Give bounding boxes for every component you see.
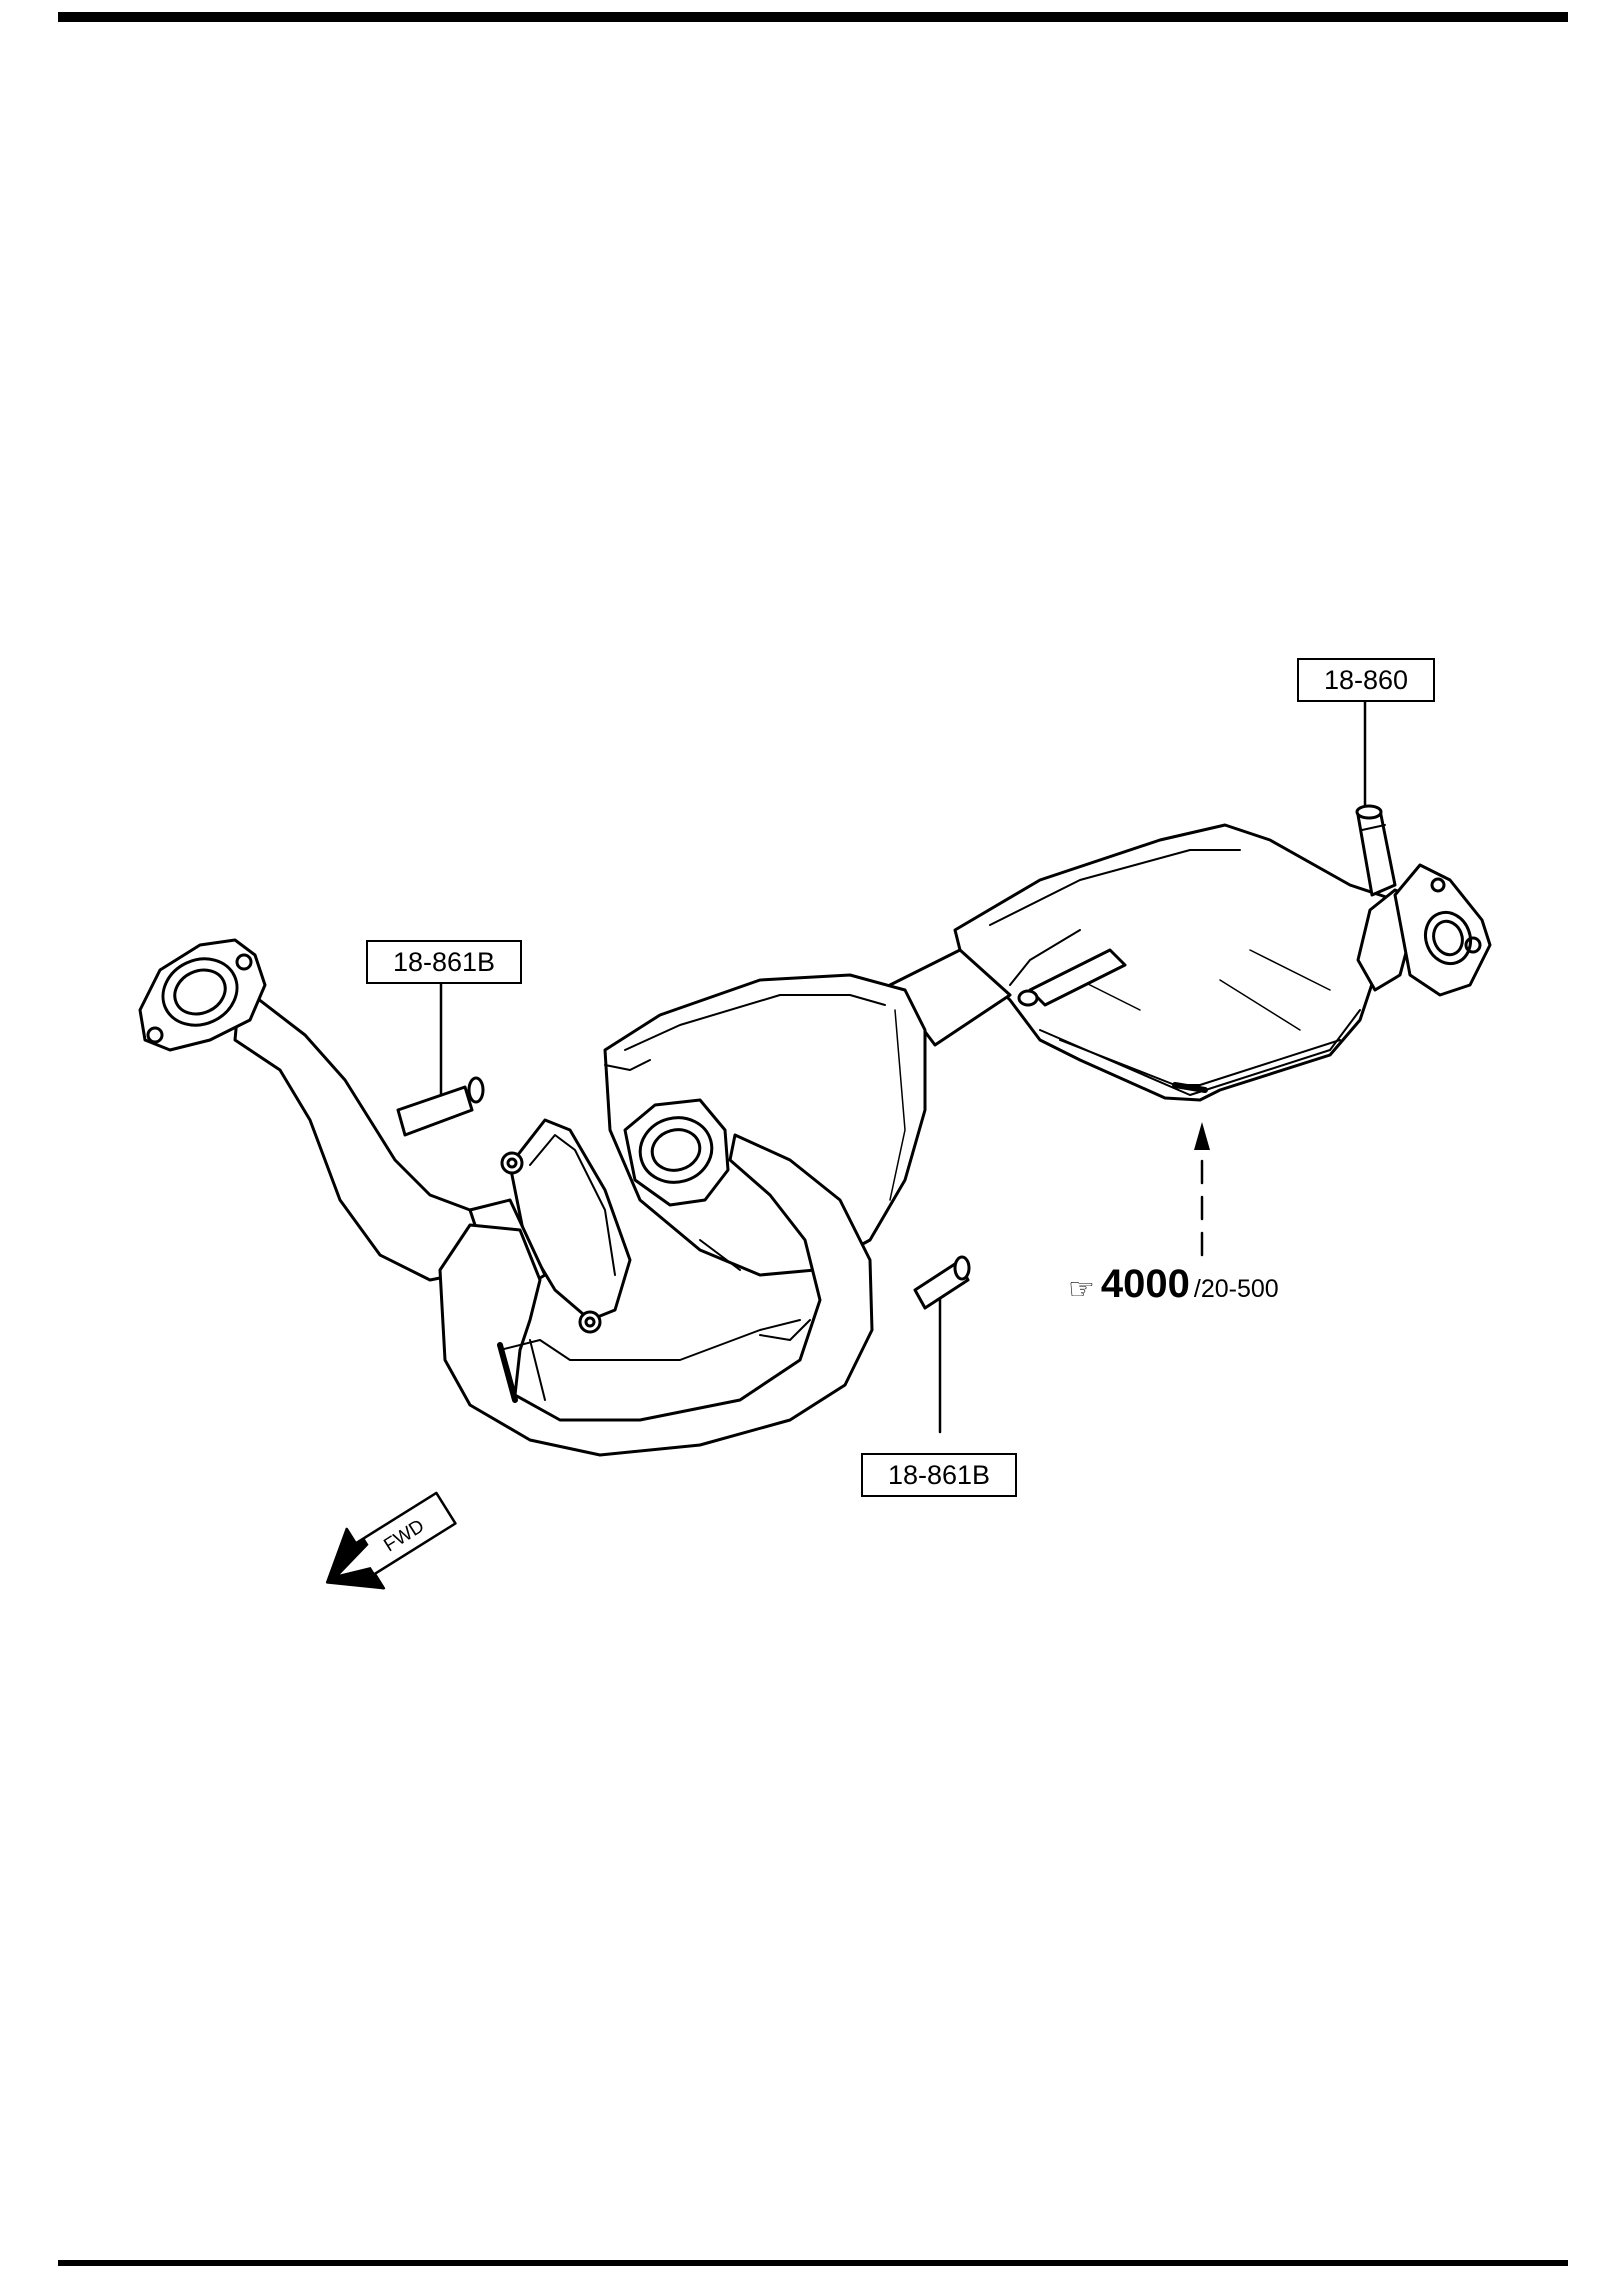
left-inlet-pipe [138, 938, 522, 1282]
lower-pipe-loop [438, 1133, 874, 1457]
reference-suffix: /20-500 [1193, 1275, 1279, 1303]
reference-4000[interactable]: ☞4000/20-500 [1068, 1262, 1279, 1307]
oxygen-sensor-upper [1355, 804, 1397, 897]
callout-18-861b-upper[interactable]: 18-861B [366, 940, 522, 984]
callout-18-860[interactable]: 18-860 [1297, 658, 1435, 702]
oxygen-sensor-right [913, 1255, 971, 1310]
pointing-hand-icon: ☞ [1068, 1273, 1095, 1306]
main-converter [953, 823, 1397, 1102]
bottom-rule [58, 2260, 1568, 2266]
reference-number: 4000 [1100, 1262, 1190, 1306]
forward-arrow-icon: FWD [325, 1491, 457, 1590]
right-inlet-ring [623, 1098, 730, 1207]
oxygen-sensor-left [396, 1076, 485, 1137]
mid-pipe [888, 948, 1127, 1047]
top-rule [58, 12, 1568, 22]
outlet-flange [1356, 863, 1492, 997]
callout-18-861b-lower[interactable]: 18-861B [861, 1453, 1017, 1497]
reference-arrowhead [1194, 1122, 1210, 1150]
